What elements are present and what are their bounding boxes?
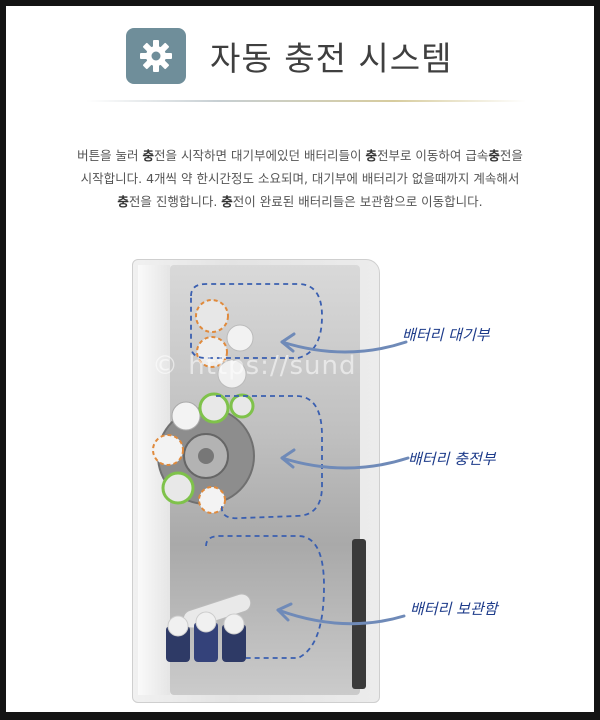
text-segment: 전을 시작하면 대기부에있던 배터리들이 xyxy=(154,148,366,163)
arrow-waiting xyxy=(280,332,408,354)
diagram-overlay xyxy=(152,283,410,662)
charging-wheel xyxy=(152,392,255,514)
text-segment: 전이 완료된 배터리들은 보관함으로 이동합니다. xyxy=(232,194,483,209)
label-charging: 배터리 충전부 xyxy=(408,450,496,468)
charging-zone-outline xyxy=(216,395,323,520)
text-segment: 전부로 이동하여 급속 xyxy=(376,148,489,163)
bold-keyword: 충 xyxy=(142,148,155,163)
bold-keyword: 충 xyxy=(221,194,233,209)
waiting-batteries xyxy=(195,299,254,389)
gear-icon xyxy=(126,28,186,84)
divider xyxy=(86,100,526,102)
text-segment: 전을 xyxy=(499,148,523,163)
page-frame: 자동 충전 시스템 버튼을 눌러 충전을 시작하면 대기부에있던 배터리들이 충… xyxy=(6,6,594,712)
watermark: © https://sund xyxy=(152,351,357,381)
bold-keyword: 충 xyxy=(117,194,129,209)
description-line-1: 버튼을 눌러 충전을 시작하면 대기부에있던 배터리들이 충전부로 이동하여 급… xyxy=(36,144,564,167)
text-segment: 버튼을 눌러 xyxy=(77,148,143,163)
arrow-charging xyxy=(280,448,410,470)
label-storage: 배터리 보관함 xyxy=(410,600,498,618)
storage-zone-outline xyxy=(205,535,325,659)
description-line-2: 시작합니다. 4개씩 약 한시간정도 소요되며, 대기부에 배터리가 없을때까지… xyxy=(80,171,520,186)
page-title: 자동 충전 시스템 xyxy=(210,39,453,78)
charger-product-image xyxy=(132,259,380,703)
bold-keyword: 충 xyxy=(365,148,377,163)
arrow-storage xyxy=(276,602,406,626)
label-waiting: 배터리 대기부 xyxy=(402,326,490,344)
description-line-3: 충전을 진행합니다. 충전이 완료된 배터리들은 보관함으로 이동합니다. xyxy=(36,190,564,213)
storage-window xyxy=(352,539,366,689)
description: 버튼을 눌러 충전을 시작하면 대기부에있던 배터리들이 충전부로 이동하여 급… xyxy=(36,144,564,213)
stored-batteries xyxy=(166,593,252,662)
bold-keyword: 충 xyxy=(488,148,500,163)
text-segment: 전을 진행합니다. xyxy=(128,194,222,209)
